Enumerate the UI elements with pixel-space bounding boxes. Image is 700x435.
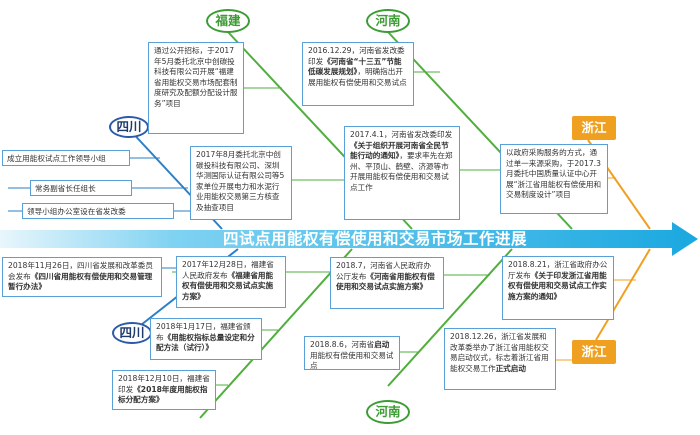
timeline-arrow [0,222,698,256]
tag-fujian-top: 福建 [206,9,250,33]
henan-top-box-2: 2017.4.1，河南省发改委印发《关于组织开展河南省全民节能行动的通知》，要求… [344,126,460,220]
sichuan-item-3: 领导小组办公室设在省发改委 [22,203,174,219]
tag-zhejiang-top: 浙江 [572,116,616,140]
sichuan-bottom-box-1: 2018年11月26日，四川省发展和改革委员会发布《四川省用能权有偿使用和交易管… [2,257,162,297]
henan-bottom-box-2: 2018.8.6，河南省启动用能权有偿使用和交易试点 [304,336,400,370]
sichuan-item-1: 成立用能权试点工作领导小组 [2,150,130,166]
fujian-bottom-box-2: 2018年1月17日，福建省颁布《用能权指标总量设定和分配方法（试行）》 [150,318,262,360]
tag-sichuan-bottom: 四川 [112,322,152,344]
henan-top-box-1: 2016.12.29，河南省发改委印发《河南省“十三五”节能低碳发展规划》，明确… [302,42,414,106]
fujian-bottom-box-3: 2018年12月10日，福建省印发《2018年度用能权指标分配方案》 [112,370,216,410]
tag-henan-top: 河南 [366,9,410,33]
diagram-title: 四试点用能权有偿使用和交易市场工作进展 [222,230,527,248]
tag-zhejiang-bottom: 浙江 [572,340,616,364]
zhejiang-top-box-1: 以政府采购服务的方式，通过单一来源采购，于2017.3月委托中国质量认证中心开展… [500,144,608,214]
tag-henan-bottom: 河南 [366,400,410,424]
fujian-top-box-1: 通过公开招标，于2017年5月委托北京中创碳投科技有限公司开展“福建省用能权交易… [148,42,244,134]
sichuan-item-2: 常务副省长任组长 [30,180,132,196]
zhejiang-bottom-box-1: 2018.8.21，浙江省政府办公厅发布《关于印发浙江省用能权有偿使用和交易试点… [502,256,614,320]
henan-bottom-box-1: 2018.7，河南省人民政府办公厅发布《河南省用能权有偿使用和交易试点实施方案》 [330,257,444,309]
fujian-top-box-2: 2017年8月委托北京中创碳投科技有限公司、深圳华测国际认证有限公司等5家单位开… [190,146,292,220]
tag-sichuan-top: 四川 [109,116,149,138]
zhejiang-bottom-box-2: 2018.12.26，浙江省发展和改革委举办了浙江省用能权交易启动仪式，标志着浙… [444,328,556,390]
fujian-bottom-box-1: 2017年12月28日，福建省人民政府发布《福建省用能权有偿使用和交易试点实施方… [176,256,286,308]
